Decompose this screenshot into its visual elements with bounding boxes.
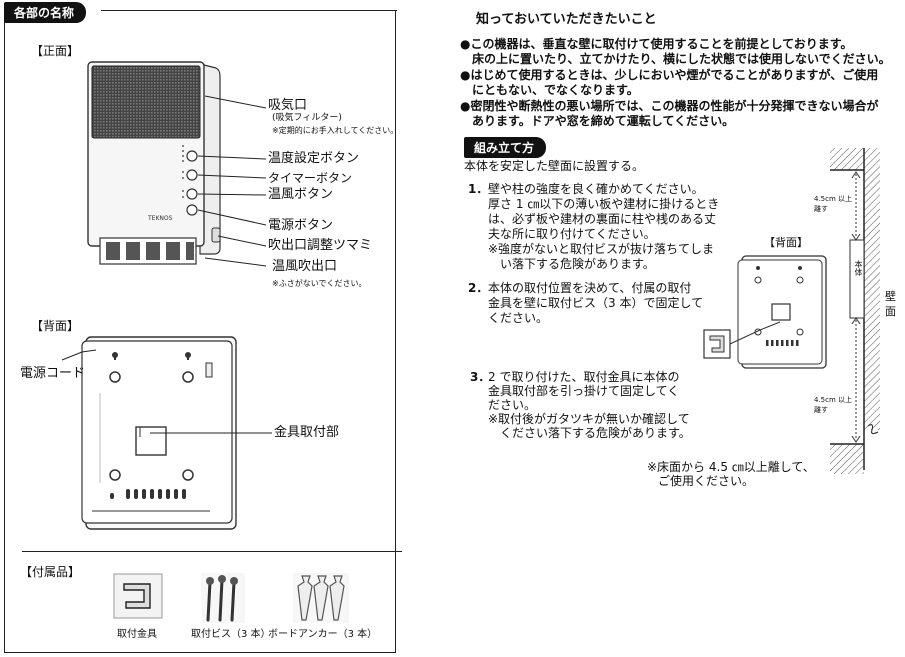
notice-line: ●この機器は、垂直な壁に取付けて使用することを前提としております。 [460,37,853,51]
step2-number: 2． [468,281,489,295]
intake-sub-label: (吸気フィルター) [272,113,342,123]
step3-line: ください落下する危険があります。 [488,426,691,440]
bottom-gap-note: 4.5cm 以上 [814,396,853,404]
power-cord-label: 電源コード [20,366,86,381]
floor-note-1: ※床面から 4.5 ㎝以上離して、 [647,460,815,474]
step1-line: 厚さ 1 ㎝以下の薄い板や建材に掛けるとき [488,197,720,211]
step2-line: 金具を壁に取付ビス（3 本）で固定して [488,296,704,310]
back-view-label: 【背面】 [31,319,80,333]
intake-note: ※定期的にお手入れしてください。 [272,126,399,135]
small-back-label: 【背面】 [764,236,808,249]
accessories-rule [22,551,402,552]
bracket-accessory-label: 取付金具 [117,629,157,640]
heater-front-illustration: TEKNOS [87,61,221,265]
step3-line: ※取付後がガタツキが無いか確認して [488,412,690,426]
step1-line: ※強度がないと取付ビスが抜け落ちてしま [488,242,715,256]
mounting-back-illustration [703,255,827,369]
assembly-heading: 組み立て方 [464,137,547,158]
unit-label: 本体 [854,260,863,276]
step1-number: 1． [468,182,489,196]
front-view-label: 【正面】 [31,44,80,58]
step1-line: 壁や柱の強度を良く確かめてください。 [488,182,704,196]
temp-button-label: 温度設定ボタン [268,151,360,166]
step2-line: ください。 [488,311,549,325]
step3-line: ださい。 [488,398,537,412]
bracket-accessory-icon [113,573,163,619]
step1-line: は、必ず板や建材の裏面に柱や桟のある丈 [488,212,717,226]
top-gap-note: 4.5cm 以上 [814,195,853,203]
step3-line: 金具取付部を引っ掛けて固定してく [488,384,680,398]
top-gap-note-2: 離す [814,205,828,213]
parts-heading: 各部の名称 [4,2,87,23]
wall-label-1: 壁 [885,290,896,303]
intake-label: 吸気口 [268,98,308,113]
notice-line: にともない、でなくなります。 [460,83,639,97]
outlet-note: ※ふさがないでください。 [272,279,367,288]
bracket-mount-label: 金具取付部 [274,425,340,440]
brand-logo: TEKNOS [147,215,173,222]
wall-label-2: 面 [885,305,896,318]
warm-button-label: 温風ボタン [268,187,334,202]
step1-line: い落下する危険があります。 [488,257,655,271]
accessories-label: 【付属品】 [20,565,81,579]
outlet-label: 温風吹出口 [272,259,338,274]
button-column-icon [182,145,198,216]
step2-line: 本体の取付位置を決めて、付属の取付 [488,281,692,295]
anchors-accessory-icon [293,573,349,623]
bottom-gap-note-2: 離す [814,406,828,414]
front-leader-lines [197,95,267,267]
wall-side-illustration [830,148,880,474]
step3-number: 3． [470,370,491,384]
screws-accessory-icon [201,573,245,623]
parts-panel [4,10,397,653]
step1-line: 夫な所に取り付けてください。 [488,227,656,241]
notice-line: ●密閉性や断熱性の悪い場所では、この機器の性能が十分発揮できない場合が [460,99,879,113]
floor-note-2: ご使用ください。 [658,474,755,488]
notice-line: 床の上に置いたり、立てかけたり、横にした状態では使用しないでください。 [460,52,891,66]
back-leader-lines [61,349,272,434]
assembly-intro: 本体を安定した壁面に設置する。 [464,159,645,173]
screws-accessory-label: 取付ビス（3 本） [191,629,271,640]
notice-title: 知っておいていただきたいこと [476,12,657,27]
top-rule [101,10,397,11]
louver-knob-label: 吹出口調整ツマミ [268,238,373,253]
anchors-accessory-label: ボードアンカー（3 本） [268,629,378,640]
notice-line: あります。ドアや窓を締めて運転してください。 [460,114,735,128]
power-button-label: 電源ボタン [268,218,334,233]
notice-line: ●はじめて使用するときは、少しにおいや煙がでることがありますが、ご使用 [460,68,879,82]
step3-line: 2 で取り付けた、取付金具に本体の [488,370,680,384]
timer-button-label: タイマーボタン [268,171,353,185]
